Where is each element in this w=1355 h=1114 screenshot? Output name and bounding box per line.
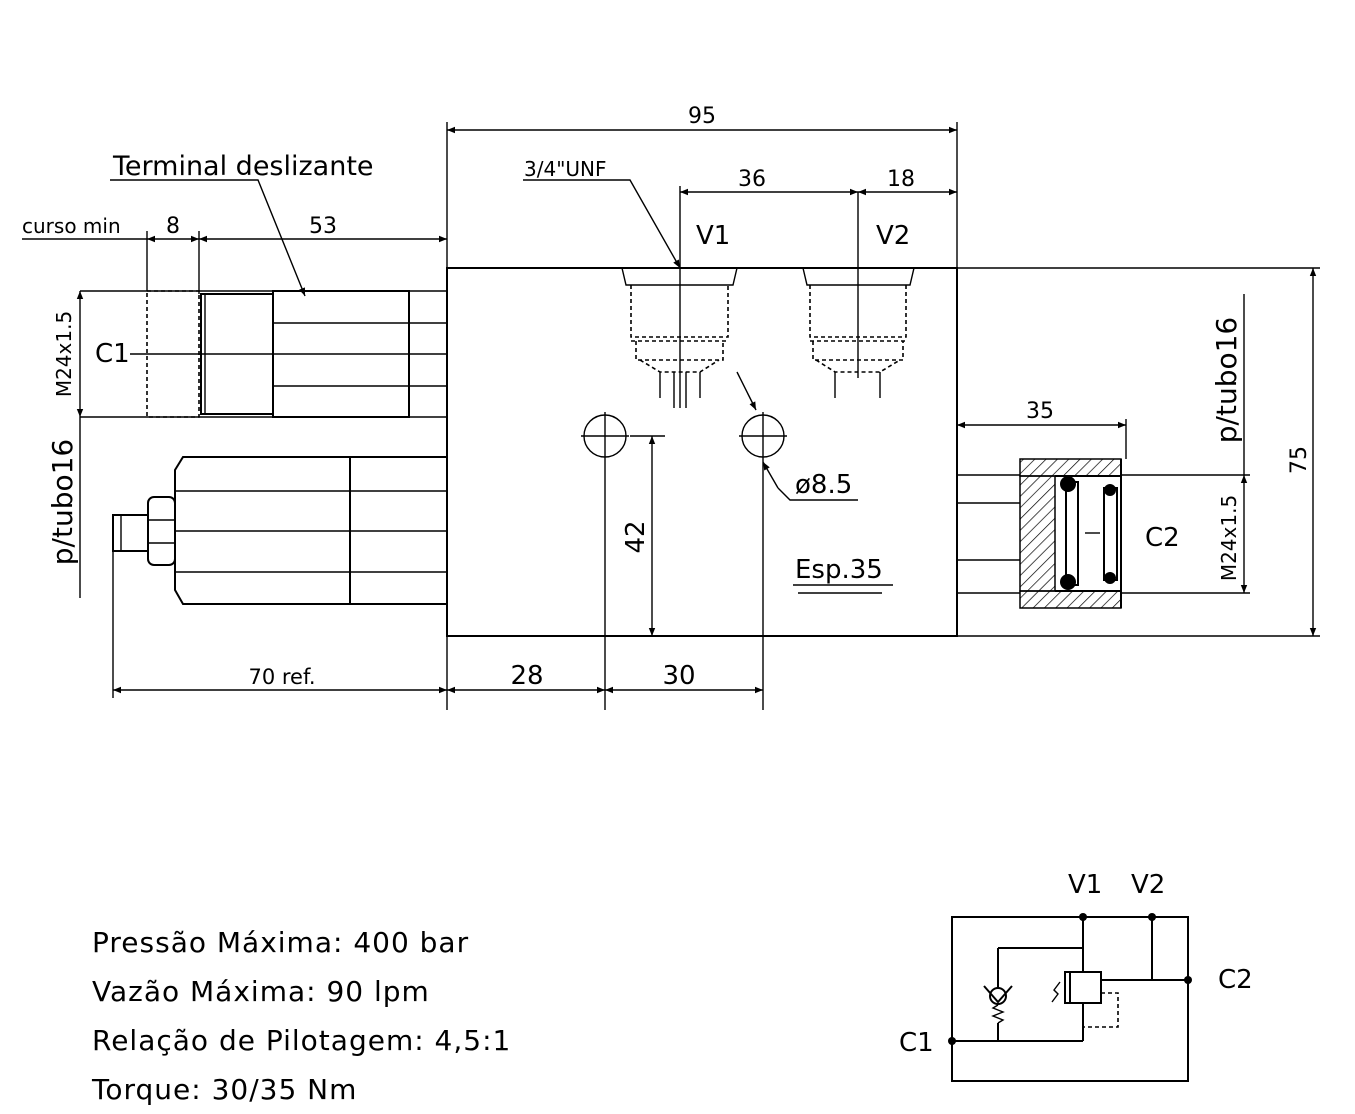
- dim-42: 42: [621, 520, 651, 553]
- hole-diameter: ø8.5: [795, 470, 852, 500]
- dim-35: 35: [1026, 399, 1054, 424]
- dim-28: 28: [510, 661, 543, 691]
- left-tube-fitting: [112, 456, 447, 605]
- label-curso-min: curso min: [22, 214, 121, 238]
- label-3-4-unf: 3/4"UNF: [524, 157, 607, 181]
- spec-pilot-ratio: Relação de Pilotagem: 4,5:1: [92, 1024, 512, 1057]
- c1-sliding-terminal: [80, 290, 447, 418]
- schematic-v2: V2: [1131, 870, 1165, 900]
- port-label-c1: C1: [95, 339, 130, 369]
- mounting-hole-right: [739, 412, 787, 710]
- dimension-lines: [22, 122, 1320, 710]
- hydraulic-schematic: [948, 913, 1192, 1082]
- port-label-v2: V2: [876, 221, 910, 251]
- valve-body: [446, 267, 958, 637]
- port-label-v1: V1: [696, 221, 730, 251]
- schematic-c2: C2: [1218, 965, 1253, 995]
- dim-8: 8: [166, 214, 180, 239]
- dim-75: 75: [1287, 446, 1312, 474]
- mounting-hole-left: [581, 412, 629, 710]
- c2-fitting: [957, 458, 1122, 609]
- tube-left: p/tubo16: [46, 439, 79, 565]
- spec-pressure: Pressão Máxima: 400 bar: [92, 926, 470, 959]
- port-label-c2: C2: [1145, 523, 1180, 553]
- dim-30: 30: [662, 661, 695, 691]
- spec-flow: Vazão Máxima: 90 lpm: [92, 975, 430, 1008]
- dim-36: 36: [738, 167, 766, 192]
- dim-70-ref: 70 ref.: [248, 665, 315, 689]
- label-terminal-deslizante: Terminal deslizante: [112, 151, 374, 182]
- dim-18: 18: [887, 167, 915, 192]
- schematic-v1: V1: [1068, 870, 1102, 900]
- thread-left: M24x1.5: [52, 311, 76, 397]
- port-v1-cavity: [621, 267, 738, 408]
- thickness-label: Esp.35: [795, 555, 883, 585]
- tube-right: p/tubo16: [1210, 317, 1243, 443]
- spec-torque: Torque: 30/35 Nm: [92, 1073, 358, 1106]
- port-v2-cavity: [802, 192, 915, 398]
- thread-right: M24x1.5: [1217, 495, 1241, 581]
- dim-53: 53: [309, 214, 337, 239]
- specifications: Pressão Máxima: 400 bar Vazão Máxima: 90…: [92, 918, 652, 1114]
- dim-95: 95: [688, 104, 716, 129]
- schematic-c1: C1: [899, 1028, 934, 1058]
